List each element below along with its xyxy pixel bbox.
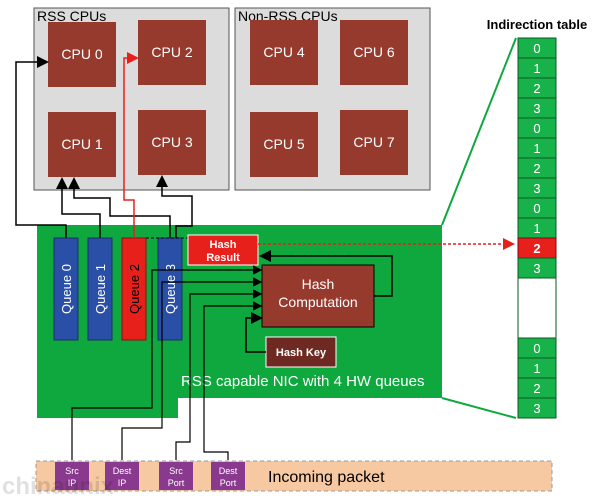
queue-2: [121, 237, 147, 341]
table-cell-1-value: 1: [533, 61, 540, 76]
table-cell-10-value: 2: [533, 241, 540, 256]
table-lower-cell-3: [517, 397, 557, 419]
hash-computation-label-2: Computation: [278, 294, 357, 310]
watermark: chinaunix: [2, 473, 115, 500]
cpu-1-label: CPU 1: [61, 136, 102, 152]
packet-field-src-port: [159, 462, 193, 490]
dest-ip-label-1: Dest: [113, 466, 132, 476]
computation-to-result-line: [259, 250, 393, 297]
incoming-packet-label: Incoming packet: [268, 469, 385, 486]
src-port-line: [175, 289, 263, 460]
queue-0-label: Queue 0: [59, 264, 74, 314]
table-cell-7-value: 3: [533, 181, 540, 196]
queue0-to-cpu0-line: [15, 56, 67, 238]
queue-2-label: Queue 2: [127, 264, 142, 314]
queue-3-label: Queue 3: [163, 264, 178, 314]
cpu-4-label: CPU 4: [263, 44, 304, 60]
rss-cpus-title: RSS CPUs: [37, 8, 106, 24]
src-port-label-2: Port: [168, 478, 185, 488]
queue-0: [53, 237, 79, 341]
dest-port-label-1: Dest: [219, 466, 238, 476]
hash-result-label-2: Result: [206, 252, 240, 264]
cpu-3-label: CPU 3: [151, 134, 192, 150]
indirection-table-title: Indirection table: [487, 17, 587, 32]
packet-field-dest-ip: [105, 462, 139, 490]
queue2-to-cpu2-line: [123, 52, 139, 238]
table-lower-cell-2-value: 2: [533, 381, 540, 396]
cpu-6-label: CPU 6: [353, 44, 394, 60]
table-cell-4-value: 0: [533, 121, 540, 136]
table-cell-0-value: 0: [533, 41, 540, 56]
table-lower-cell-3-value: 3: [533, 401, 540, 416]
cpu-2: [138, 20, 206, 85]
zoom-line-top: [441, 37, 517, 226]
table-cell-3-value: 3: [533, 101, 540, 116]
table-lower-cell-0-value: 0: [533, 341, 540, 356]
queue3-to-cpu3-line: [156, 175, 193, 238]
hash-result-label-1: Hash: [210, 239, 237, 251]
nic-label: RSS capable NIC with 4 HW queues: [181, 373, 424, 390]
src-ip-label-1: Src: [65, 466, 79, 476]
packet-field-src-ip: [55, 462, 89, 490]
hash-key-label: Hash Key: [276, 347, 327, 359]
dest-port-label-2: Port: [220, 478, 237, 488]
indirection-table-upper: 0 1 2 3 0 1 2 3 0 1 2 3: [517, 37, 557, 279]
cpu-0-label: CPU 0: [61, 46, 102, 62]
table-cell-5-value: 1: [533, 141, 540, 156]
src-ip-label-2: IP: [68, 478, 77, 488]
table-cell-6-value: 2: [533, 161, 540, 176]
packet-field-dest-port: [211, 462, 245, 490]
cpu-6: [340, 20, 408, 85]
src-ip-line: [71, 265, 263, 460]
table-cell-2-value: 2: [533, 81, 540, 96]
cpu-0: [48, 22, 116, 87]
src-port-label-1: Src: [169, 466, 183, 476]
dest-ip-line: [121, 277, 263, 460]
queue-1: [87, 237, 113, 341]
hash-result-box: [187, 234, 259, 266]
queue1-to-cpu1-line: [56, 177, 101, 238]
dest-ip-label-2: IP: [118, 478, 127, 488]
zoom-line-bottom: [441, 397, 517, 419]
dest-port-line: [203, 301, 263, 460]
table-cell-11-value: 3: [533, 261, 540, 276]
cpu-7-label: CPU 7: [353, 134, 394, 150]
cpu-1: [48, 112, 116, 177]
table-cell-8-value: 0: [533, 201, 540, 216]
indirection-table-lower: 0 1 2 3: [517, 337, 557, 419]
table-lower-cell-1-value: 1: [533, 361, 540, 376]
hash-key-to-computation-line: [245, 312, 266, 353]
queue3-to-cpu1-line: [68, 177, 171, 238]
cpu-7: [340, 110, 408, 175]
cpu-3: [138, 110, 206, 175]
cpu-4: [250, 20, 318, 85]
table-cell-9-value: 1: [533, 221, 540, 236]
table-gap: [517, 277, 557, 339]
hash-key-box: [265, 336, 337, 368]
cpu-5-label: CPU 5: [263, 136, 304, 152]
hash-computation-label-1: Hash: [302, 276, 335, 292]
cpu-5: [250, 112, 318, 177]
cpu-2-label: CPU 2: [151, 44, 192, 60]
queue-1-label: Queue 1: [93, 264, 108, 314]
